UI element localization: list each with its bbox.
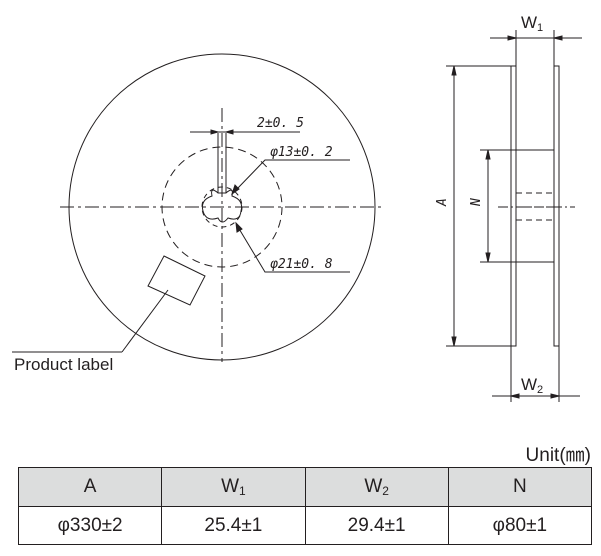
spec-table-value-row: φ330±2 25.4±1 29.4±1 φ80±1 [17, 506, 593, 545]
reel-diagram: 2±0. 5 φ13±0. 2 φ21±0. 8 Product label A… [12, 13, 582, 402]
hub-circle [161, 146, 283, 268]
dim-2-arrow-left [210, 129, 220, 135]
dim-W2-arrow-left [510, 393, 520, 399]
product-label-text: Product label [14, 355, 113, 374]
dim-N-arrow-bottom [485, 252, 491, 263]
dim-N-arrow-top [485, 149, 491, 160]
dim-W1-arrow-right [553, 35, 563, 41]
value-A: φ330±2 [17, 506, 163, 545]
dim-W1-arrow-left [507, 35, 517, 41]
product-label-box [147, 255, 206, 306]
product-label-leader [121, 289, 169, 353]
dim-A-arrow-top [451, 65, 457, 76]
dim-phi21-label: φ21±0. 8 [270, 257, 333, 272]
dim-W2-label: W2 [521, 375, 543, 396]
dim-2-label: 2±0. 5 [257, 116, 304, 131]
dim-A-label: A [435, 198, 450, 207]
leader-phi21 [237, 226, 350, 273]
unit-label: Unit(㎜) [525, 445, 591, 466]
header-N: N [447, 467, 593, 507]
dim-W2-arrow-right [550, 393, 560, 399]
arrow-phi21 [235, 221, 243, 233]
header-W1: W1 [161, 467, 306, 507]
dim-phi13-label: φ13±0. 2 [270, 145, 333, 160]
value-W2: 29.4±1 [304, 506, 449, 545]
leader-phi13 [235, 159, 350, 191]
value-N: φ80±1 [447, 506, 593, 545]
header-W2: W2 [304, 467, 449, 507]
flange-right [553, 65, 560, 347]
dim-W1-label: W1 [521, 13, 543, 34]
spec-table-header-row: A W1 W2 N [17, 467, 593, 507]
header-A: A [17, 467, 163, 507]
center-hole [201, 189, 243, 223]
dim-A-arrow-bottom [451, 336, 457, 347]
dim-N-label: N [469, 198, 484, 207]
value-W1: 25.4±1 [161, 506, 306, 545]
spec-table: A W1 W2 N φ330±2 25.4±1 29.4±1 φ80±1 [17, 467, 593, 545]
dim-2-arrow-right [224, 129, 234, 135]
flange-left [510, 65, 517, 347]
arrow-phi13 [231, 184, 240, 196]
